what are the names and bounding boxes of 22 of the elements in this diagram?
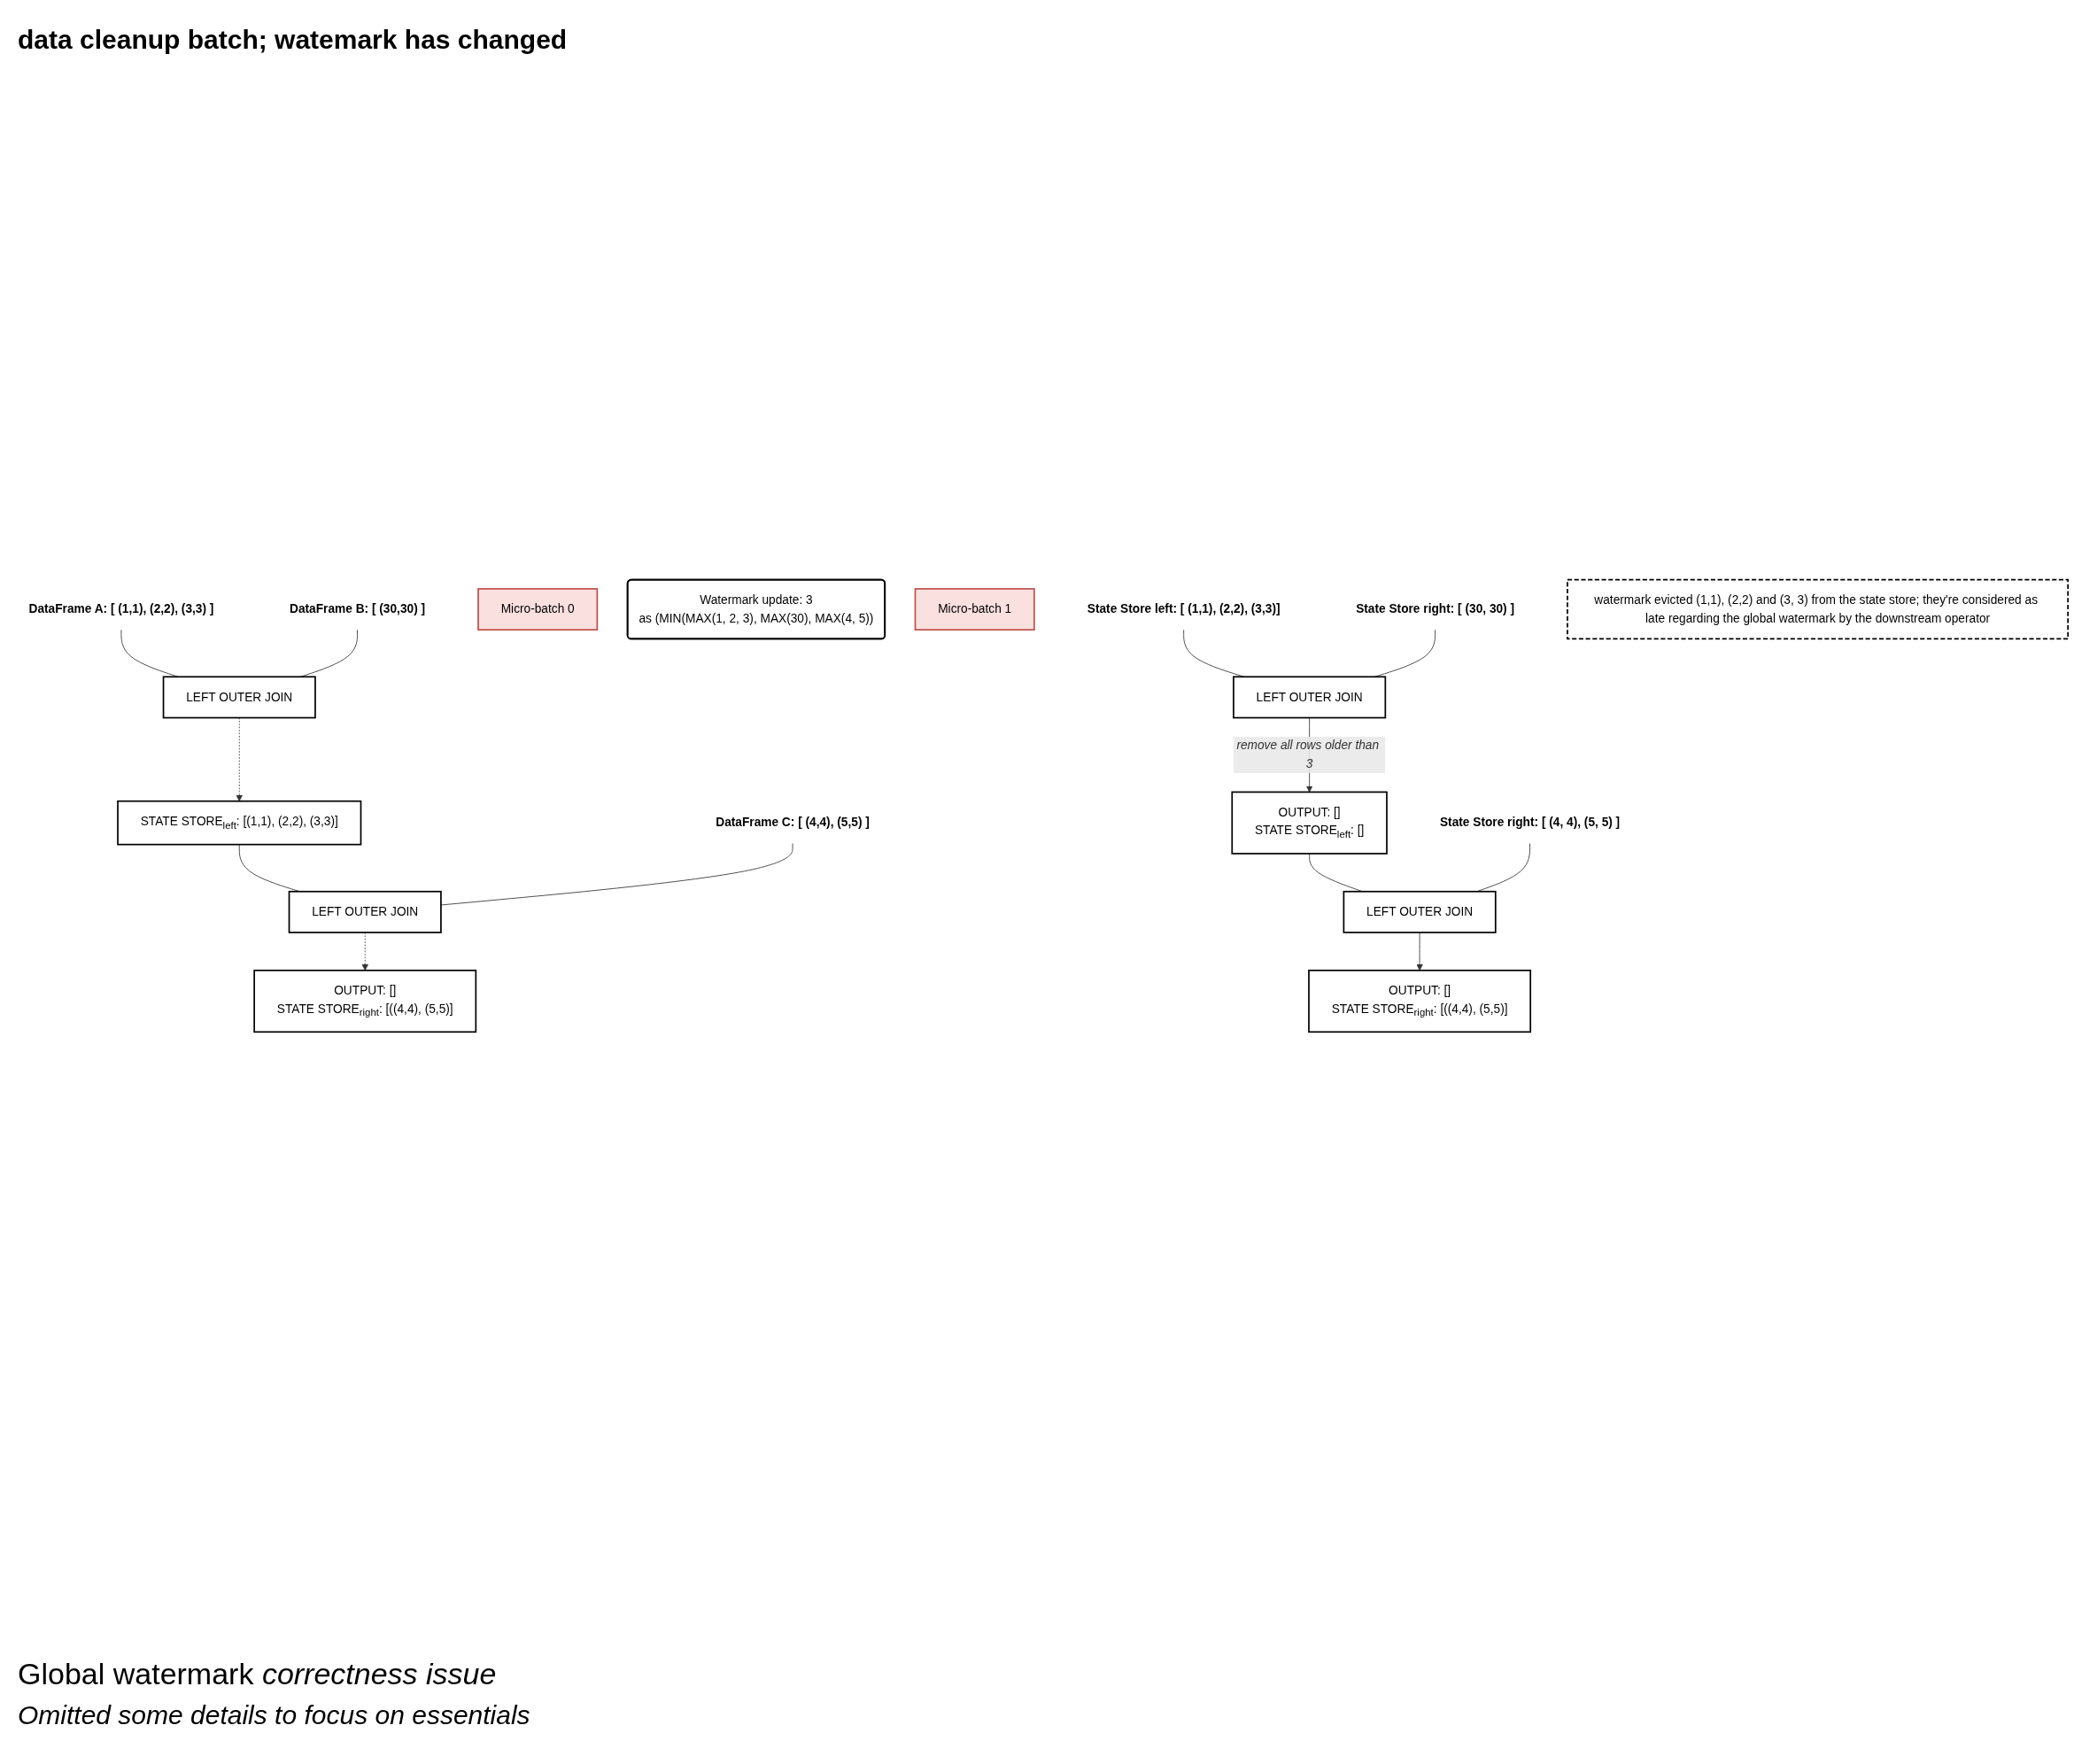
node-box [1233, 676, 1387, 719]
node-box [914, 588, 1035, 631]
node-box [477, 588, 599, 631]
connector [440, 842, 793, 906]
node-text: DataFrame B: [ (30,30) ] [290, 602, 426, 615]
node-text: State Store right: [ (4, 4), (5, 5) ] [1439, 816, 1621, 830]
node-box [1308, 969, 1532, 1033]
node-box [288, 890, 442, 933]
node-text: DataFrame C: [ (4,4), (5,5) ] [716, 816, 870, 830]
node-text: DataFrame A: [ (1,1), (2,2), (3,3) ] [28, 602, 214, 615]
node-box [1231, 791, 1388, 855]
section-heading: data cleanup batch; watemark has changed [18, 25, 568, 55]
note-text: Omitted some details to focus on essentials [18, 1700, 531, 1730]
node-text: State Store left: [ (1,1), (2,2), (3,3)] [1087, 602, 1281, 615]
node-box [1567, 578, 2069, 640]
caption: Global watermark correctness issue [18, 1657, 498, 1691]
node-box [253, 969, 477, 1033]
node-box [117, 800, 362, 846]
node-box [162, 676, 316, 719]
flowchart: remove all rows older than 3 DataFrame A: [ (1,1), (2,2), (3,3) ] DataFrame B: [ (30,30) ] DataFrame C: [ (4,4), (5,5) ] Micro-batch 0 LEFT OUTER JOIN STATE STORE$_{left}$: [(1,1), (2,2), (3,3)] LEFT OUTER JOIN OUTPUT: [] STATE STORE$_{right}$: [((4,4), (5,5)] Watermark update: 3 as (MIN(MAX(1, 2, 3), MAX(30), MAX(4, 5)) Micro-batch 1 State Store left: [ (1,1), (2,2), (3,3)] State Store right: [ (30, 30) ] State Store right: [ (4, 4), (5, 5) ] LEFT OUTER JOIN OUTPUT: [] STATE STORE$_{left}$: [] watermark evicted (1,1), (2,2) and (3, 3) from the state store; they're considered as late regarding the global watermark by the downstream operator LEFT OUTER JOIN OUTPUT: [] STATE STORE$_{right}$: [((4,4), (5,5)] [0, 80, 2074, 1532]
node-text: State Store right: [ (30, 30) ] [1356, 602, 1515, 615]
node-box [1343, 890, 1497, 933]
